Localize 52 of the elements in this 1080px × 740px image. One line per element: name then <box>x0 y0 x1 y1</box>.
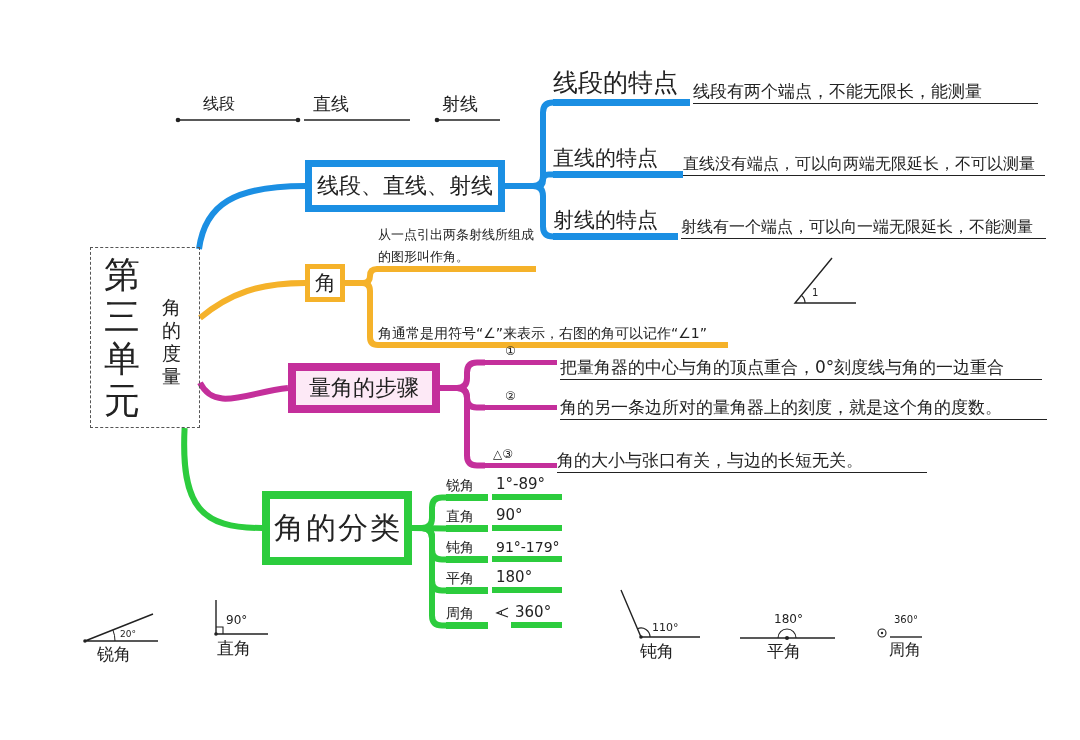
branch-line <box>197 381 289 402</box>
branch-label: 直角 <box>446 506 488 532</box>
value-label: 180° <box>492 567 562 593</box>
note-text: 角的大小与张口有关，与边的长短无关。 <box>557 447 927 473</box>
note-text: 把量角器的中心与角的顶点重合，0°刻度线与角的一边重合 <box>560 354 1042 380</box>
subtitle-text: 角的度量 <box>161 296 181 388</box>
branch-label: ② <box>485 388 557 410</box>
topic-box: 线段、直线、射线 <box>305 160 505 212</box>
degree-label: 180° <box>774 613 803 625</box>
topic-box: 角的分类 <box>262 491 412 565</box>
branch-label: 从一点引出两条射线所组成的图形叫作角。 <box>378 222 536 272</box>
angle-number: 1 <box>812 288 819 298</box>
branch-label: 锐角 <box>446 475 488 501</box>
value-label: 90° <box>492 505 562 531</box>
topic-box: 角 <box>305 264 345 302</box>
term-label: 线段 <box>203 96 235 112</box>
term-label: 射线 <box>442 95 478 113</box>
branch-line <box>440 385 485 469</box>
degree-label: 20° <box>120 629 136 639</box>
topic-box: 量角的步骤 <box>288 363 440 413</box>
branch-line <box>198 280 306 321</box>
degree-label: 90° <box>226 614 248 626</box>
branch-label: 直线的特点 <box>553 143 683 178</box>
note-text: 射线有一个端点，可以向一端无限延长，不能测量 <box>681 213 1046 239</box>
branch-line <box>345 280 381 348</box>
term-label: 直线 <box>313 95 349 113</box>
branch-label: 平角 <box>446 568 488 594</box>
branch-line <box>181 427 263 531</box>
branch-label: △③ <box>485 446 557 468</box>
branch-line <box>412 525 446 629</box>
note-text: 直线没有端点，可以向两端无限延长，不可以测量 <box>683 150 1045 176</box>
branch-label: 钝角 <box>446 537 488 563</box>
angle-name: 平角 <box>767 643 801 660</box>
dashed-box <box>90 247 200 428</box>
branch-label: 线段的特点 <box>553 68 690 106</box>
angle-name: 锐角 <box>97 646 131 663</box>
title-text: 第三单元 <box>103 254 140 422</box>
angle-name: 直角 <box>217 640 251 657</box>
note-text: 角的另一条边所对的量角器上的刻度，就是这个角的度数。 <box>560 394 1047 420</box>
branch-label: 周角 <box>446 599 488 629</box>
angle-name: 周角 <box>889 642 921 658</box>
value-label: 1°-89° <box>492 474 562 500</box>
branch-line <box>505 183 556 240</box>
degree-label: 360° <box>894 615 919 625</box>
degree-label: 110° <box>652 622 679 633</box>
note-text: 线段有两个端点，不能无限长，能测量 <box>693 76 1038 104</box>
angle-name: 钝角 <box>640 643 674 660</box>
branch-label: 射线的特点 <box>553 205 678 240</box>
branch-line <box>196 183 306 250</box>
value-label: 91°-179° <box>492 536 562 562</box>
branch-label: ① <box>485 343 557 365</box>
value-label: 360° <box>511 598 562 628</box>
